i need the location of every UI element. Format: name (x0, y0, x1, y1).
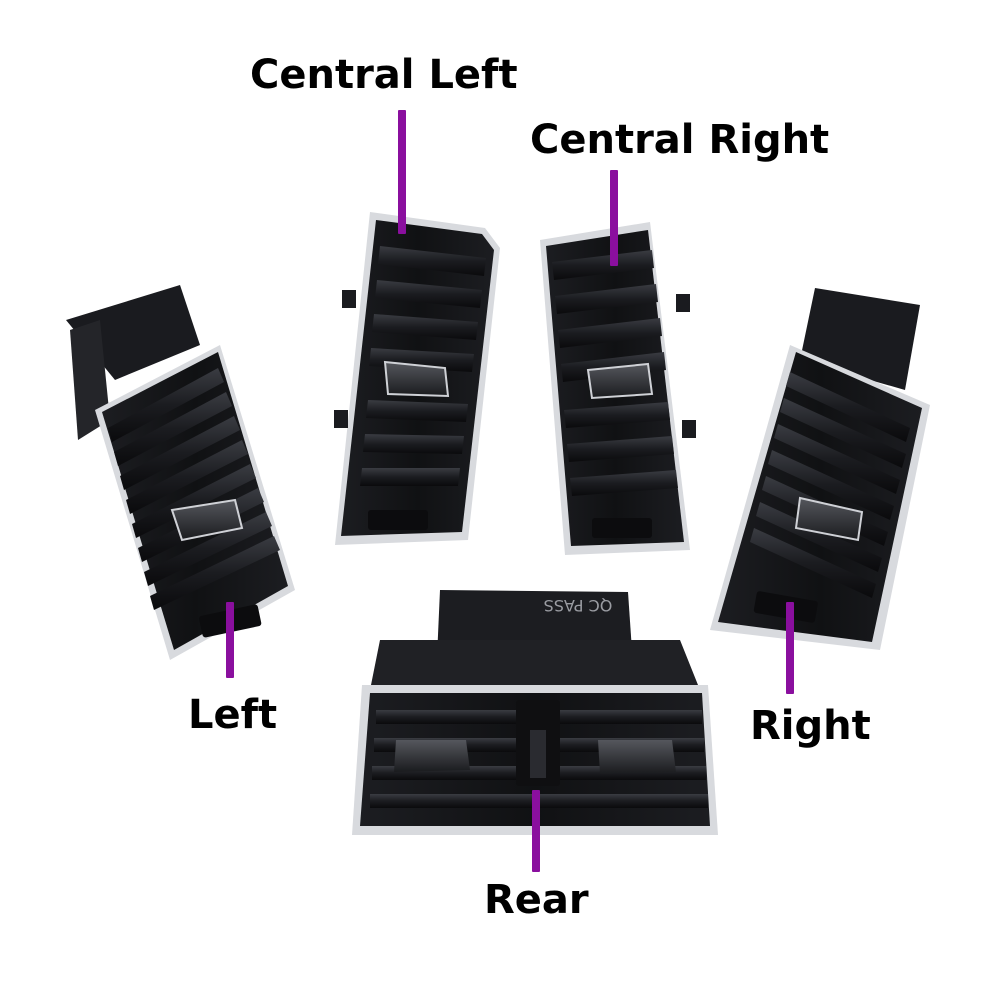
central-right-vent-roller (592, 518, 652, 538)
central-right-vent (540, 222, 696, 555)
left-vent (66, 285, 295, 660)
right-vent-knob (794, 496, 864, 542)
rear-vent-left-knob (394, 740, 470, 772)
rear-vent: QC PASS (352, 590, 718, 835)
label-central-left: Central Left (250, 52, 518, 98)
central-left-vent-roller (368, 510, 428, 530)
left-vent-knob (170, 498, 244, 542)
label-right: Right (750, 703, 871, 749)
rear-vent-right-knob (598, 740, 676, 774)
central-left-vent-slats (360, 246, 486, 486)
right-vent (710, 288, 930, 650)
rear-pointer (532, 790, 540, 872)
left-pointer (226, 602, 234, 678)
right-pointer (786, 602, 794, 694)
rear-vent-marking: QC PASS (544, 596, 613, 615)
central-left-vent-knob (383, 360, 450, 398)
label-rear: Rear (484, 877, 589, 923)
right-vent-roller (753, 591, 818, 623)
central-left-pointer (398, 110, 406, 234)
central-left-vent (334, 212, 500, 545)
label-central-right: Central Right (530, 117, 830, 163)
central-right-vent-knob (586, 362, 654, 400)
central-right-pointer (610, 170, 618, 266)
label-left: Left (188, 692, 278, 738)
